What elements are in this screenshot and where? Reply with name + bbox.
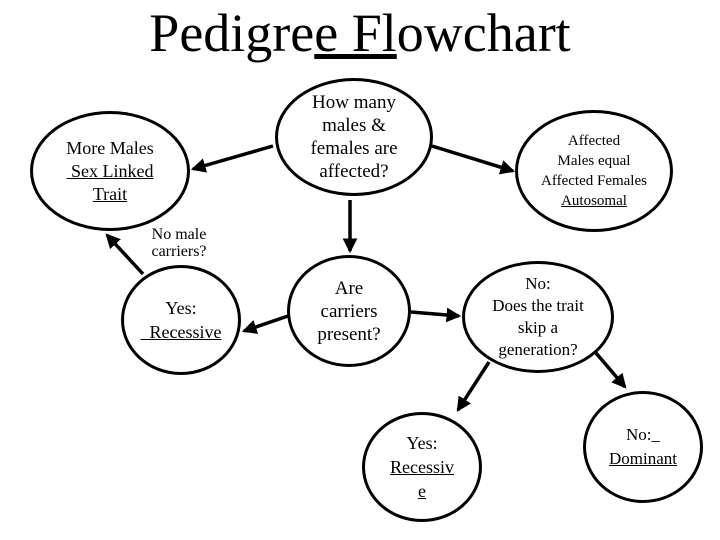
arrow-arecarriers-to-yesrecessive [241, 314, 289, 334]
node-line: Autosomal [561, 193, 627, 209]
node-line: How many [312, 92, 396, 113]
node-line: Does the trait [492, 296, 584, 315]
arrow-noskip-to-nodominant [594, 351, 627, 389]
node-line: e [418, 481, 426, 501]
node-are-carriers-present: Are carriers present? [287, 255, 411, 367]
node-line: Sex Linked [66, 160, 154, 181]
node-line: Dominant [609, 449, 677, 468]
node-line: generation? [498, 340, 578, 359]
node-line: Recessiv [390, 457, 454, 477]
node-line: Affected Females [541, 173, 647, 189]
node-line: Yes: [406, 433, 438, 453]
node-line: Are [334, 277, 364, 299]
arrow-noskip-to-yesrecessive-bottom [456, 361, 491, 412]
node-yes-recessive-bottom: Yes: Recessiv e [362, 412, 482, 522]
node-no-dominant: No:_ Dominant [583, 391, 703, 503]
node-affected-equal-autosomal: Affected Males equal Affected Females Au… [515, 110, 673, 232]
node-line: Recessive [140, 322, 222, 342]
page-title: Pedigree Flowchart [0, 2, 720, 64]
node-line: No:_ [626, 425, 660, 444]
node-line: carriers [320, 300, 378, 322]
node-line: Affected [567, 133, 621, 149]
node-line: present? [317, 323, 381, 345]
arrow-howmany-to-affectedequal [431, 144, 516, 175]
node-how-many-affected: How many males & females are affected? [275, 78, 433, 196]
node-line: More Males [66, 137, 154, 158]
label-no-male-carriers: No male carriers? [118, 226, 240, 260]
label-line: No male [151, 226, 207, 243]
arrow-arecarriers-to-noskip [410, 307, 462, 323]
node-line: No: [525, 274, 551, 293]
node-more-males-sex-linked: More Males Sex Linked Trait [30, 111, 190, 231]
node-line: skip a [517, 318, 559, 337]
node-line: Yes: [165, 298, 197, 318]
node-line: males & [322, 115, 386, 136]
title-part: owchart [396, 3, 571, 63]
node-line: Trait [92, 183, 128, 204]
arrow-howmany-to-moremales [190, 144, 274, 173]
node-line: females are [310, 138, 398, 159]
node-no-skip-generation: No: Does the trait skip a generation? [462, 261, 614, 373]
node-line: Males equal [557, 153, 631, 169]
node-yes-recessive: Yes: Recessive [121, 265, 241, 375]
node-line: affected? [319, 161, 389, 182]
title-part-underlined: e Fl [314, 3, 397, 63]
label-line: carriers? [151, 243, 207, 260]
title-part: Pedigre [149, 3, 315, 63]
